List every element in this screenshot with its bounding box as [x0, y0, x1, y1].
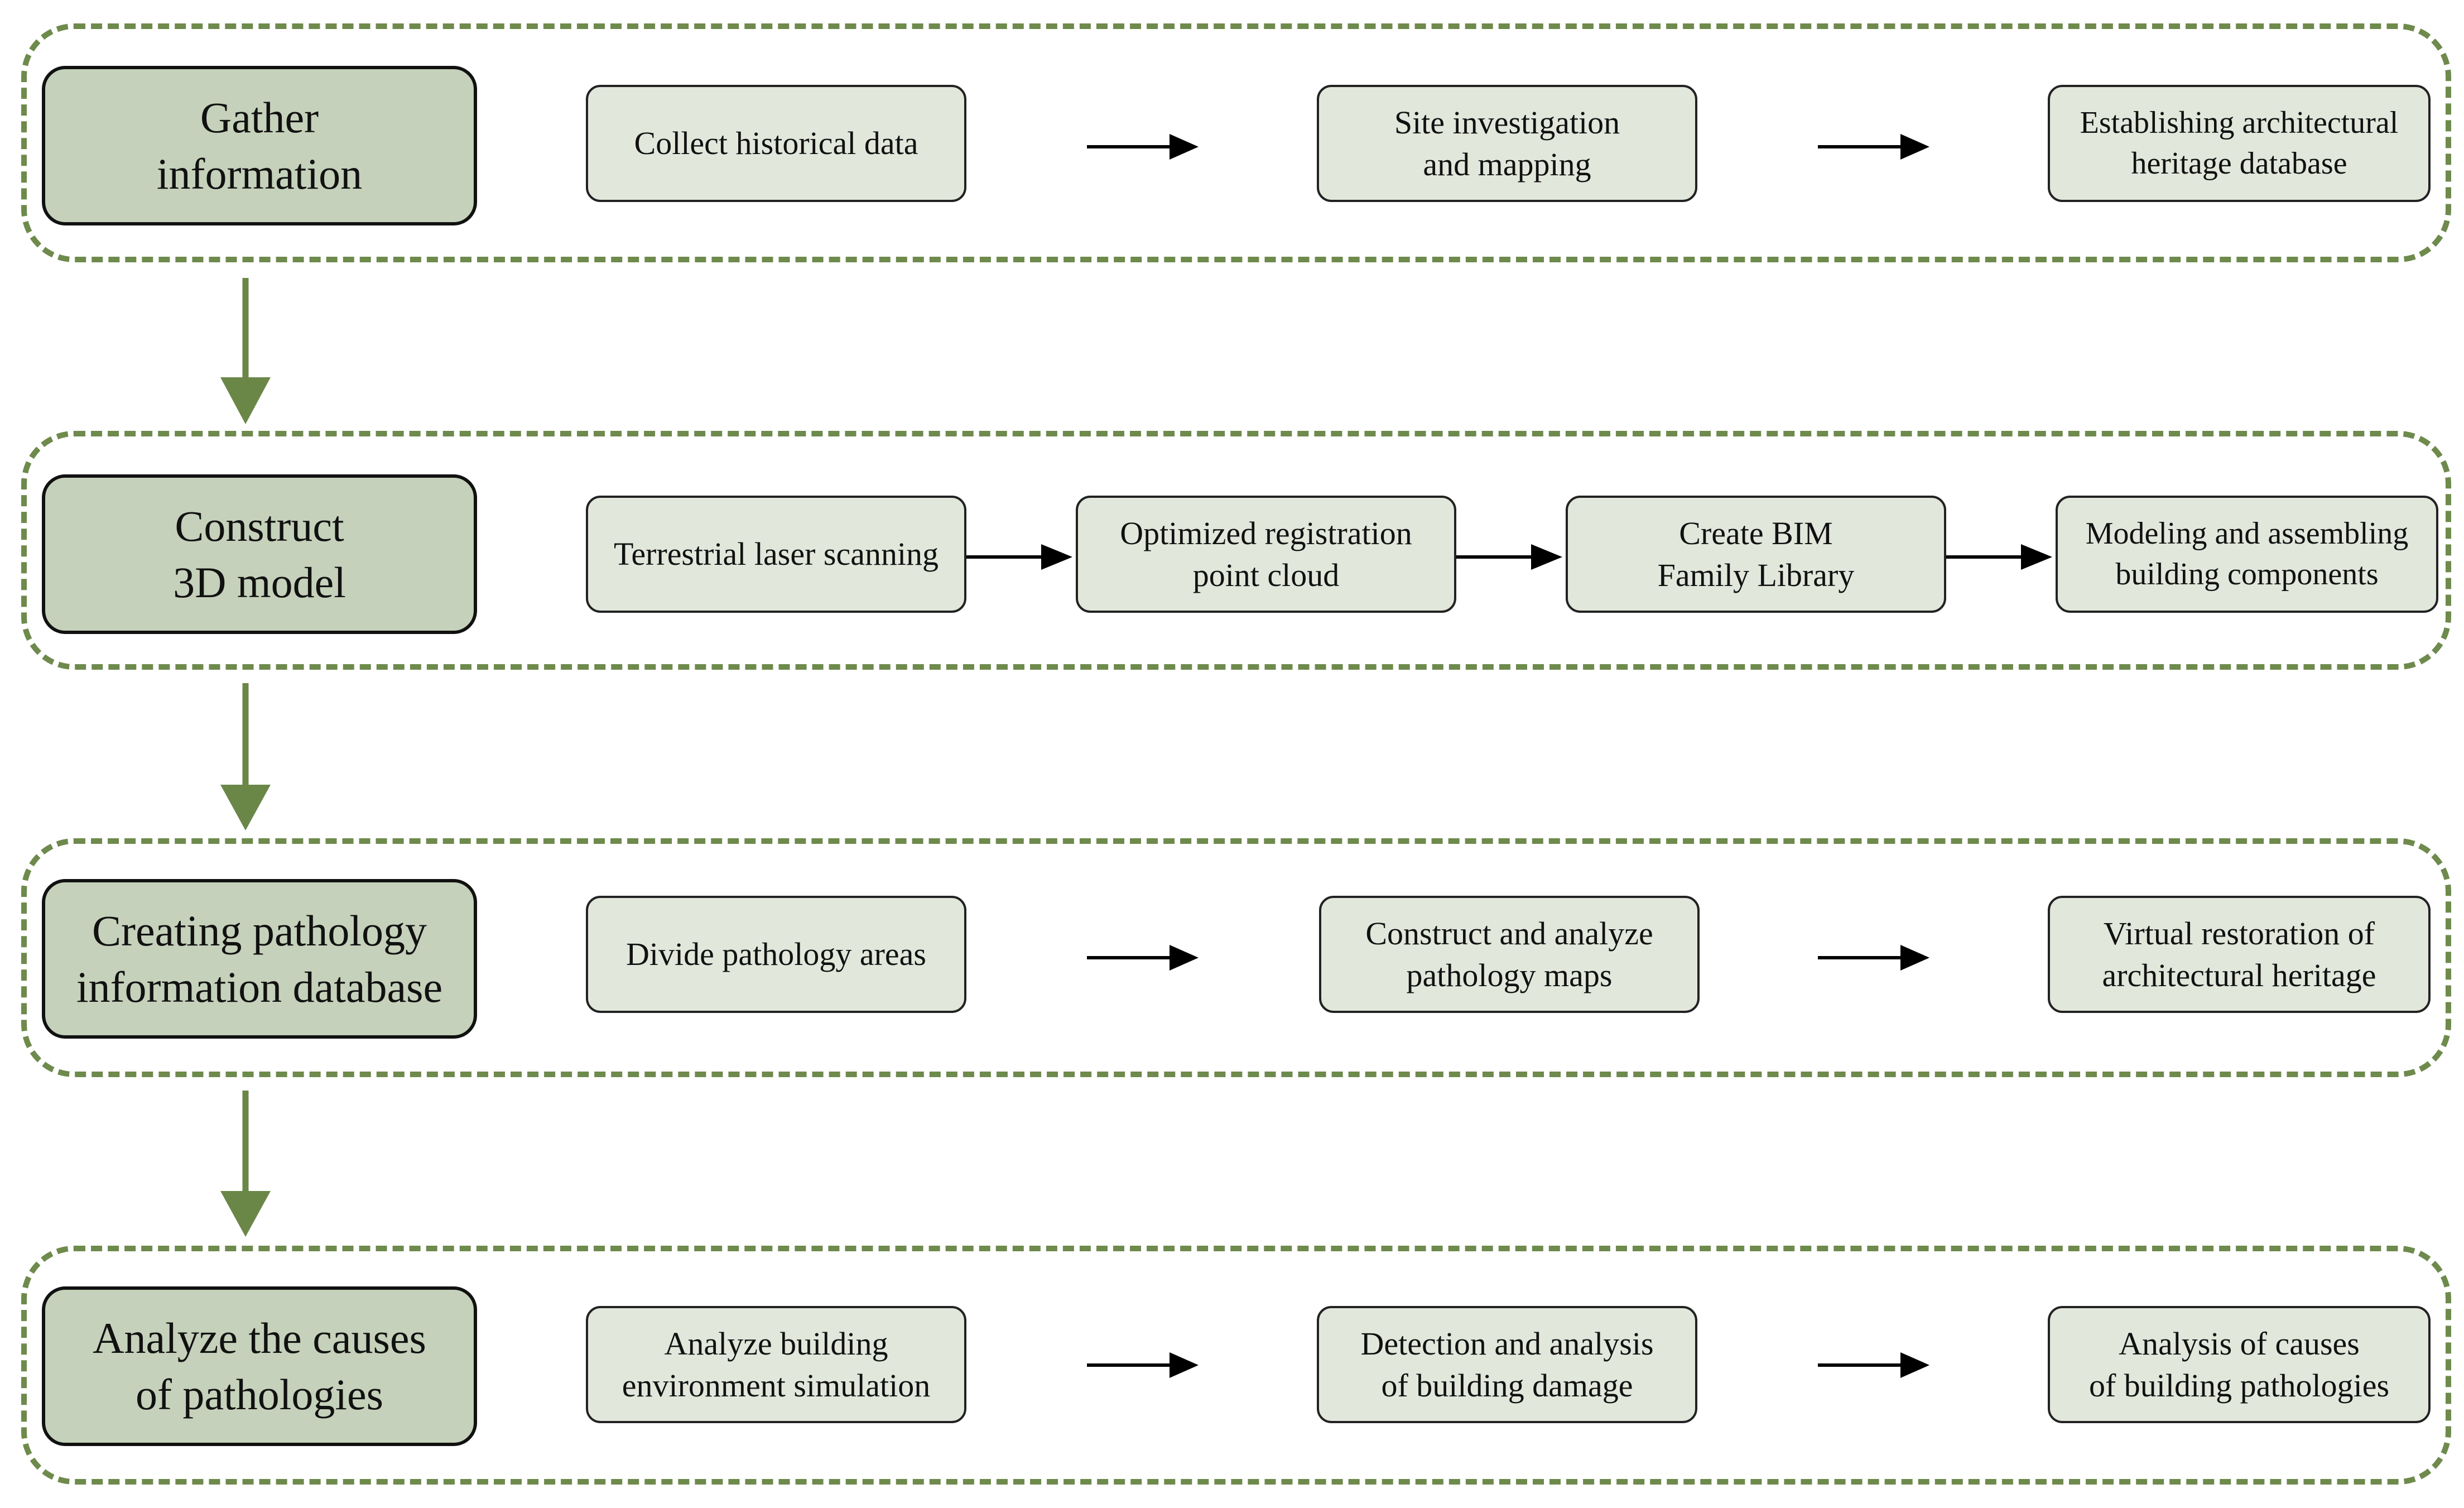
- stage-down-arrow-2: [220, 683, 271, 830]
- stage-3-step-3: Virtual restoration of architectural her…: [2048, 896, 2431, 1013]
- stage-4-title: Analyze the causes of pathologies: [93, 1313, 426, 1419]
- stage-1-title: Gather information: [156, 93, 363, 198]
- stage-2-title-box: Construct 3D model: [42, 474, 477, 634]
- stage-4-container: [21, 1246, 2451, 1485]
- stage-3-flow-arrow-2: [1818, 945, 1929, 971]
- stage-1-container: [21, 23, 2451, 262]
- stage-2-step-3-label: Create BIM Family Library: [1657, 515, 1855, 593]
- stage-1-step-2-label: Site investigation and mapping: [1394, 104, 1620, 183]
- stage-3-step-3-label: Virtual restoration of architectural her…: [2102, 915, 2376, 993]
- stage-3-container: [21, 838, 2451, 1077]
- stage-1-step-1-label: Collect historical data: [634, 125, 918, 162]
- stage-4-title-box: Analyze the causes of pathologies: [42, 1286, 477, 1446]
- stage-4-flow-arrow-1: [1087, 1352, 1199, 1378]
- stage-2-step-2: Optimized registration point cloud: [1076, 496, 1456, 613]
- stage-3-step-1-label: Divide pathology areas: [626, 936, 926, 973]
- stage-4-step-2: Detection and analysis of building damag…: [1317, 1306, 1697, 1423]
- stage-1-step-3: Establishing architectural heritage data…: [2048, 85, 2431, 202]
- stage-4-step-1: Analyze building environment simulation: [586, 1306, 966, 1423]
- stage-2-flow-arrow-1: [966, 544, 1072, 570]
- stage-4-step-2-label: Detection and analysis of building damag…: [1360, 1325, 1654, 1404]
- stage-4-step-3: Analysis of causes of building pathologi…: [2048, 1306, 2431, 1423]
- stage-2-step-4-label: Modeling and assembling building compone…: [2085, 516, 2409, 592]
- stage-2-step-4: Modeling and assembling building compone…: [2056, 496, 2438, 613]
- stage-4-flow-arrow-2: [1818, 1352, 1929, 1378]
- stage-down-arrow-1: [220, 278, 271, 424]
- stage-3-flow-arrow-1: [1087, 945, 1199, 971]
- stage-3-step-2: Construct and analyze pathology maps: [1319, 896, 1700, 1013]
- stage-1-step-2: Site investigation and mapping: [1317, 85, 1697, 202]
- stage-2-flow-arrow-3: [1946, 544, 2052, 570]
- stage-2-step-2-label: Optimized registration point cloud: [1120, 515, 1412, 593]
- stage-3-title-box: Creating pathology information database: [42, 879, 477, 1039]
- stage-2-title: Construct 3D model: [173, 501, 346, 607]
- stage-2-flow-arrow-2: [1456, 544, 1562, 570]
- stage-2-step-1-label: Terrestrial laser scanning: [613, 536, 939, 573]
- stage-down-arrow-3: [220, 1091, 271, 1237]
- stage-3-title: Creating pathology information database: [76, 906, 443, 1011]
- stage-1-title-box: Gather information: [42, 66, 477, 225]
- stage-1-flow-arrow-1: [1087, 134, 1199, 160]
- stage-4-step-3-label: Analysis of causes of building pathologi…: [2088, 1325, 2390, 1404]
- stage-3-step-2-label: Construct and analyze pathology maps: [1365, 915, 1653, 993]
- stage-1-step-3-label: Establishing architectural heritage data…: [2080, 105, 2399, 181]
- stage-2-container: [21, 431, 2451, 670]
- stage-1-flow-arrow-2: [1818, 134, 1929, 160]
- stage-2-step-3: Create BIM Family Library: [1566, 496, 1946, 613]
- stage-4-step-1-label: Analyze building environment simulation: [622, 1325, 931, 1404]
- stage-1-step-1: Collect historical data: [586, 85, 966, 202]
- stage-3-step-1: Divide pathology areas: [586, 896, 966, 1013]
- stage-2-step-1: Terrestrial laser scanning: [586, 496, 966, 613]
